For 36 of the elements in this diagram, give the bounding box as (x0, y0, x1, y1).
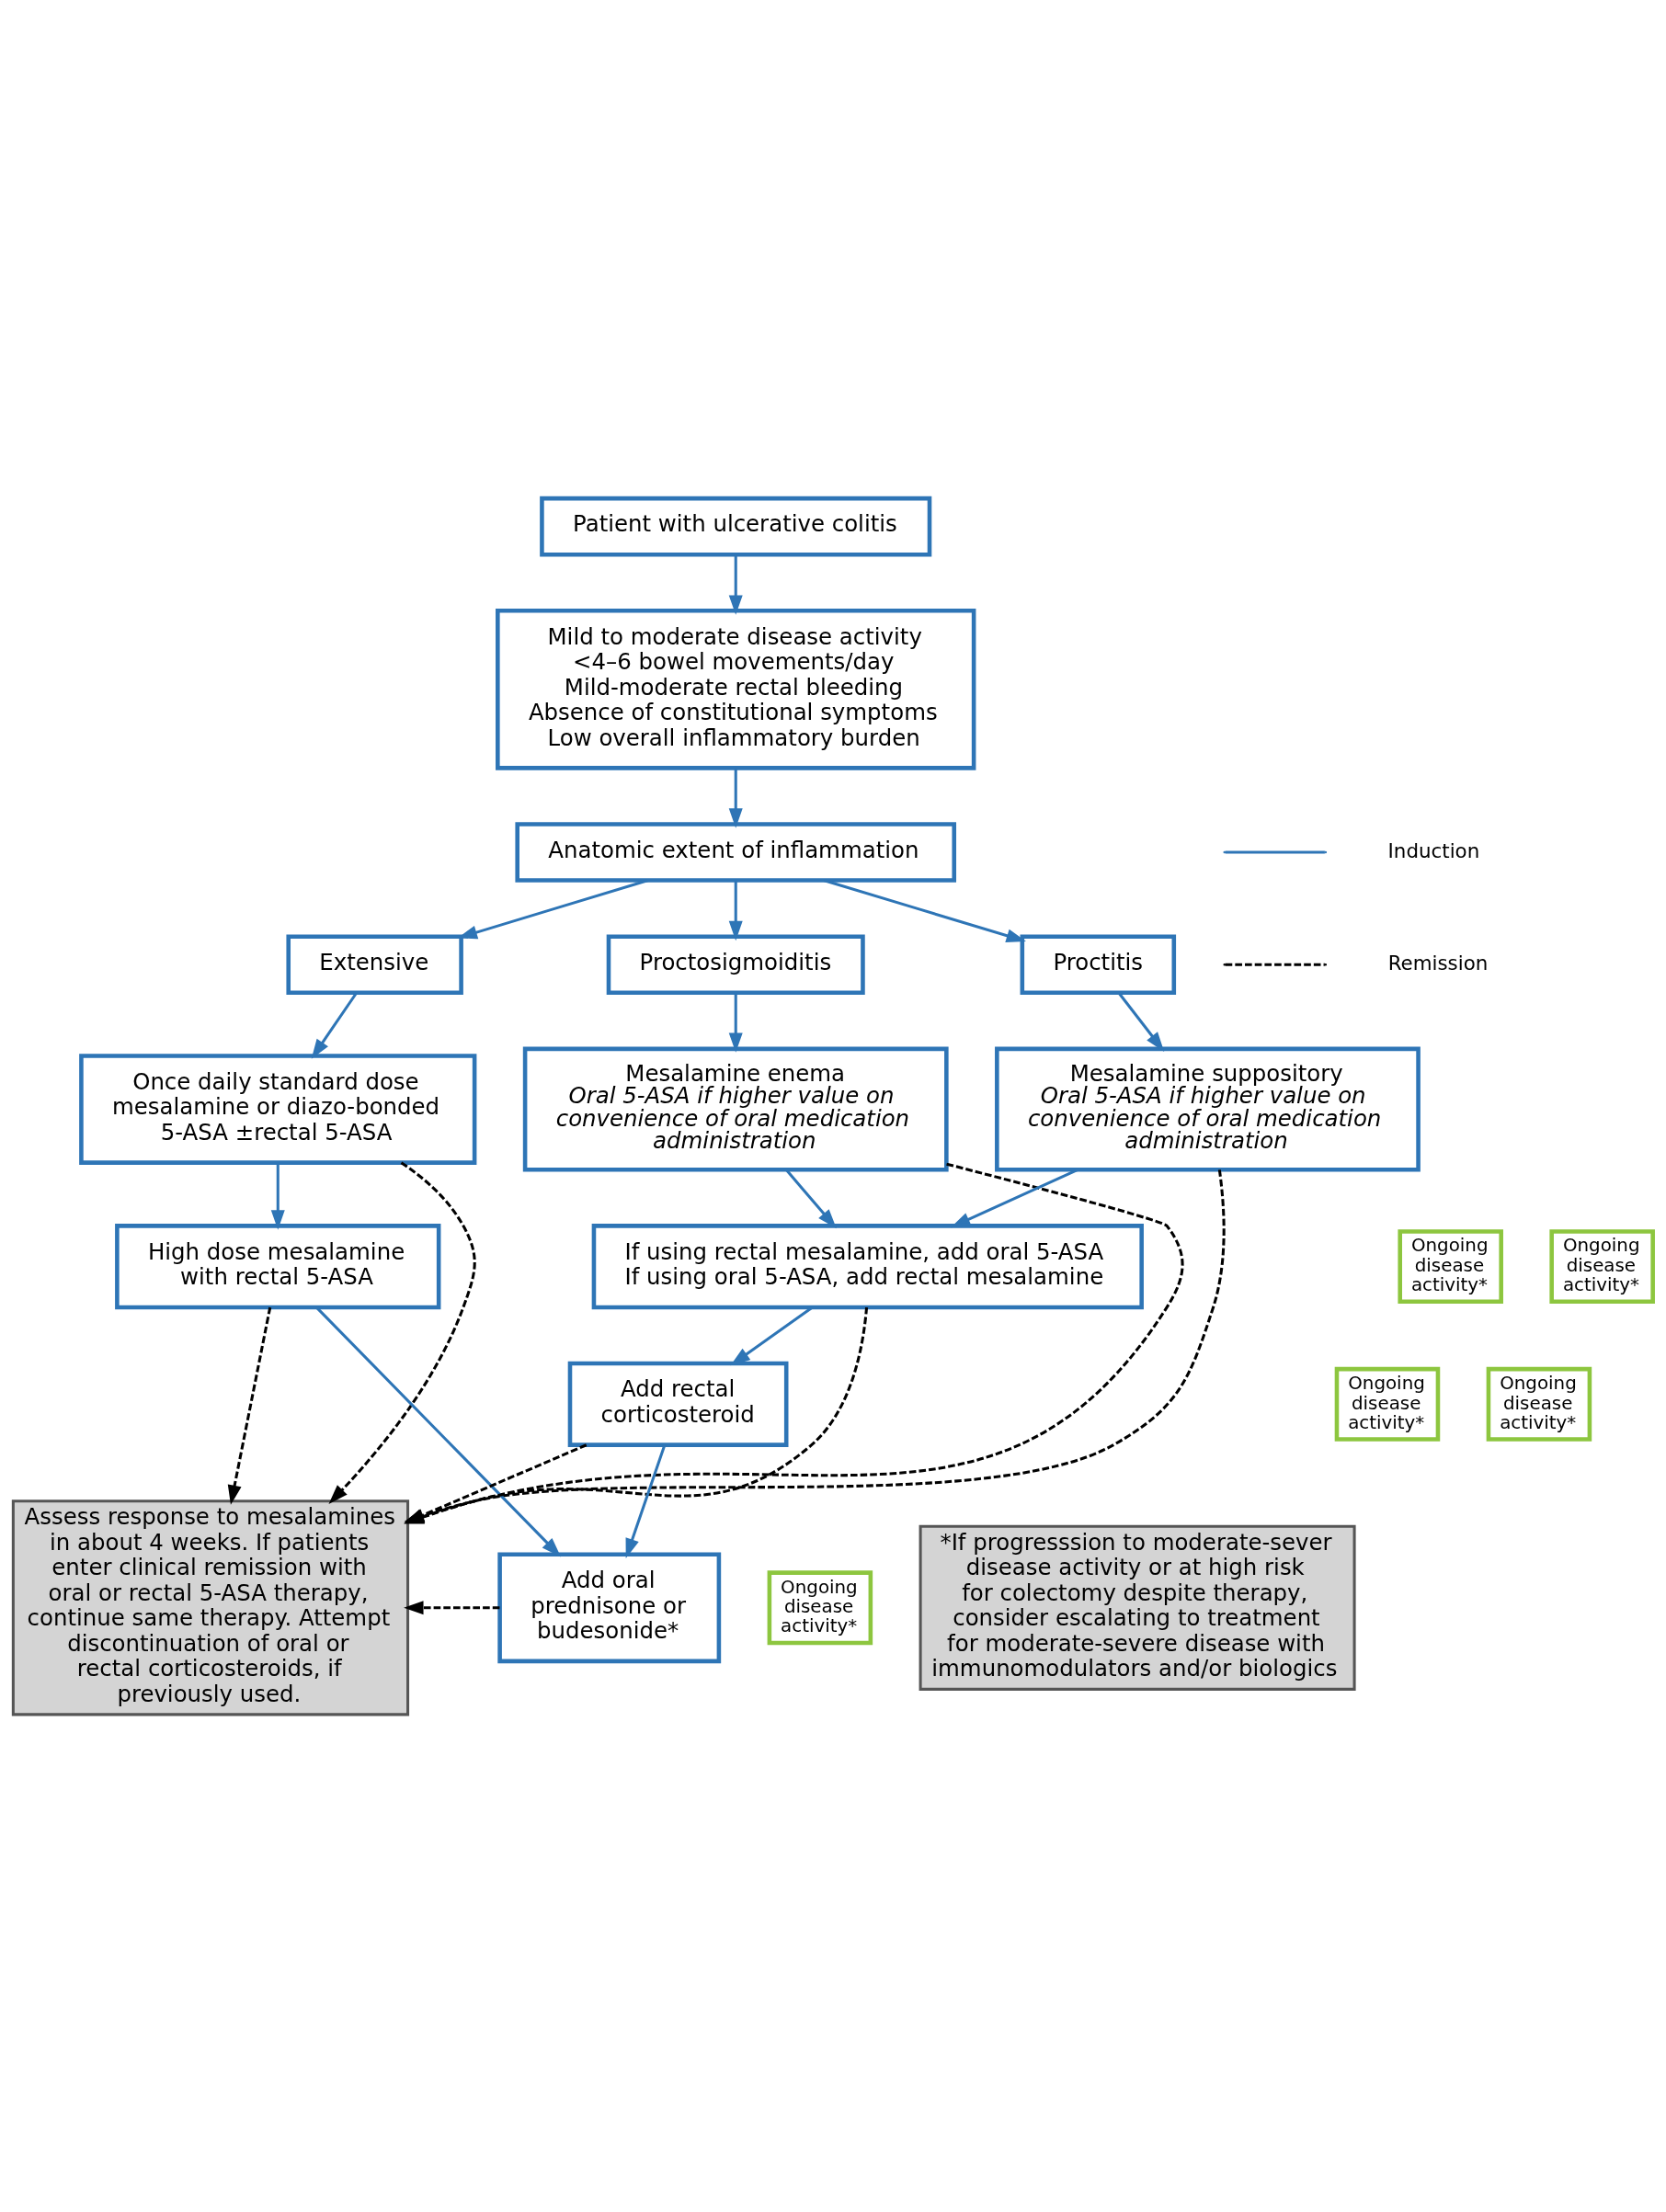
node-box: Ongoing disease activity* (1549, 1228, 1655, 1304)
arrow (785, 1169, 837, 1228)
node-box: Patient with ulcerative colitis (540, 496, 932, 556)
node-box: Once daily standard dose mesalamine or diazo-bonded 5-ASA ±rectal 5-ASA (79, 1053, 477, 1165)
node-box: Add oral prednisone or budesonide* (497, 1551, 722, 1663)
node-box: Assess response to mesalamines in about 4 weeks. If patients enter clinical remission with oral or rectal 5-ASA therapy, continue same therapy. Attempt discontinuation of oral or rectal corticosteroids, if previously used. (11, 1499, 410, 1716)
node-box: Ongoing disease activity* (1334, 1366, 1441, 1442)
arrow (625, 1444, 667, 1558)
node-box: Mesalamine enema Oral 5-ASA if higher value on convenience of oral medication administration (522, 1046, 949, 1172)
node-box: Ongoing disease activity* (1486, 1366, 1592, 1442)
node-box: Mesalamine suppository Oral 5-ASA if higher value on convenience of oral medication administration (995, 1046, 1421, 1172)
node-box: Mild to moderate disease activity <4–6 bowel movements/day Mild-moderate rectal bleeding Absence of constitutional symptoms Low overall inflammatory burden (496, 608, 976, 770)
node-box: Ongoing disease activity* (1398, 1228, 1503, 1304)
arrow (824, 878, 1026, 942)
arrow (227, 1306, 272, 1505)
arrow (404, 1600, 500, 1614)
node-box: Proctosigmoiditis (606, 933, 865, 995)
arrow (728, 768, 743, 828)
node-box: High dose mesalamine with rectal 5-ASA (115, 1223, 441, 1309)
legend-label: Induction (1387, 838, 1480, 862)
arrow (311, 992, 358, 1059)
node-box: *If progresssion to moderate-sever disease activity or at high risk for colectomy despite therapy, consider escalating to treatment for moderate-severe disease with immunomodulators and/or biologics (919, 1524, 1356, 1691)
node-box: Ongoing disease activity* (767, 1569, 873, 1645)
arrow (728, 993, 743, 1053)
node-box: Anatomic extent of inflammation (515, 821, 957, 883)
node-box: Extensive (286, 933, 463, 995)
node-box: Add rectal corticosteroid (567, 1361, 789, 1447)
arrow (1118, 992, 1165, 1052)
legend-label: Remission (1387, 951, 1489, 975)
arrow (950, 1168, 1078, 1227)
arrow (328, 1161, 476, 1504)
arrow (728, 880, 743, 941)
arrow (270, 1162, 285, 1230)
node-box: If using rectal mesalamine, add oral 5-ASA If using oral 5-ASA, add rectal mesalamine (591, 1223, 1144, 1309)
node-box: Proctitis (1020, 933, 1177, 995)
arrow (728, 553, 743, 615)
